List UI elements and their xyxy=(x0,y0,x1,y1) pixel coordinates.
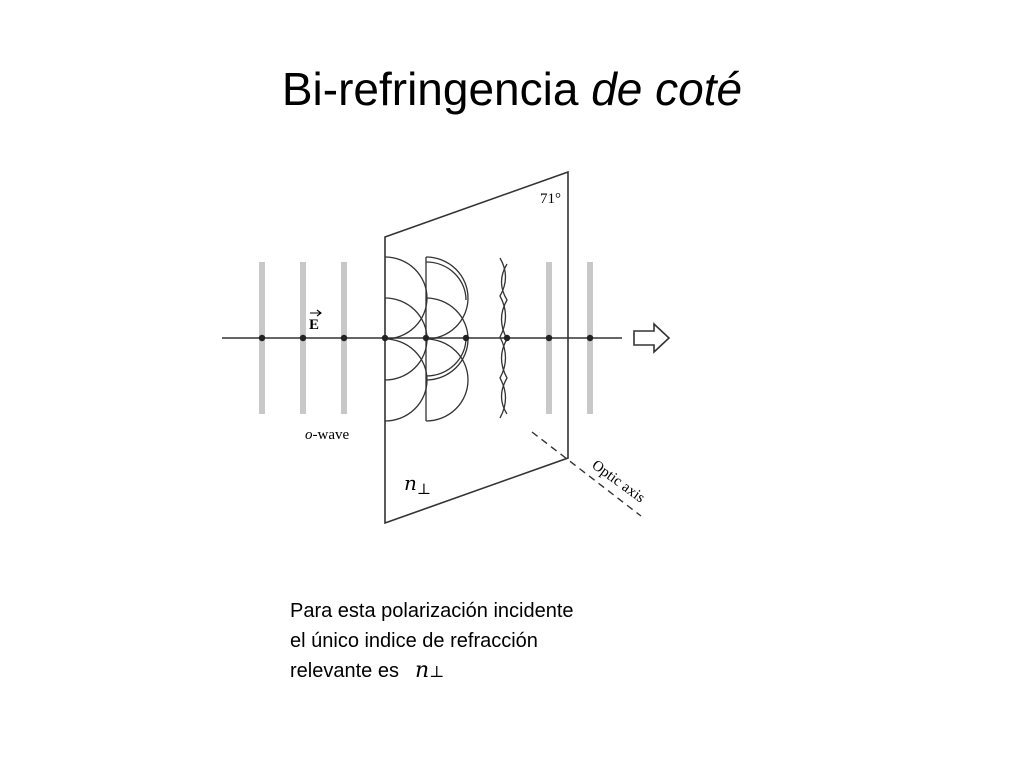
axis-dot-3 xyxy=(340,334,348,342)
optic-axis-line xyxy=(531,431,642,517)
axis-dots xyxy=(258,334,594,342)
wave-type-label: o-wave xyxy=(305,427,349,443)
caption-text: Para esta polarización incidente el únic… xyxy=(290,596,710,687)
caption-symbol-sub: ⊥ xyxy=(429,662,445,681)
caption-line-3: relevante es n⊥ xyxy=(290,656,710,687)
wavelet-col2-bot xyxy=(425,338,469,422)
axis-dot-5 xyxy=(422,334,430,342)
wave-label-rest: -wave xyxy=(313,427,350,443)
caption-line-3-text: relevante es xyxy=(290,660,399,682)
wavelet-col2-top xyxy=(425,256,469,340)
slide-title: Bi-refringencia de coté xyxy=(0,62,1024,117)
wavelet-col3-b xyxy=(425,337,467,377)
index-label: n⊥ xyxy=(404,471,431,498)
caption-symbol: n⊥ xyxy=(415,658,444,683)
huygens-wavelets xyxy=(384,256,508,422)
title-main: Bi-refringencia xyxy=(281,63,592,115)
axis-dot-2 xyxy=(299,334,307,342)
axis-dot-4 xyxy=(381,334,389,342)
propagation-arrow-icon xyxy=(633,322,671,354)
wave-label-italic: o xyxy=(305,427,313,443)
wavelet-col3-a xyxy=(425,261,467,301)
crystal-slab xyxy=(384,170,569,525)
caption-symbol-n: n xyxy=(414,658,430,683)
angle-label: 71° xyxy=(540,191,561,207)
wavefront-cusps xyxy=(499,257,507,419)
axis-dot-7 xyxy=(503,334,511,342)
index-symbol: n xyxy=(404,471,417,495)
axis-dot-1 xyxy=(258,334,266,342)
e-vector-arrow-icon xyxy=(310,309,322,317)
e-vector-label: E xyxy=(309,317,319,333)
axis-dot-9 xyxy=(586,334,594,342)
index-subscript: ⊥ xyxy=(417,480,431,498)
title-italic: de coté xyxy=(591,63,743,115)
axis-dot-8 xyxy=(545,334,553,342)
axis-dot-6 xyxy=(462,334,470,342)
caption-line-1: Para esta polarización incidente xyxy=(290,600,574,622)
caption-line-2: el único indice de refracción xyxy=(290,630,538,652)
